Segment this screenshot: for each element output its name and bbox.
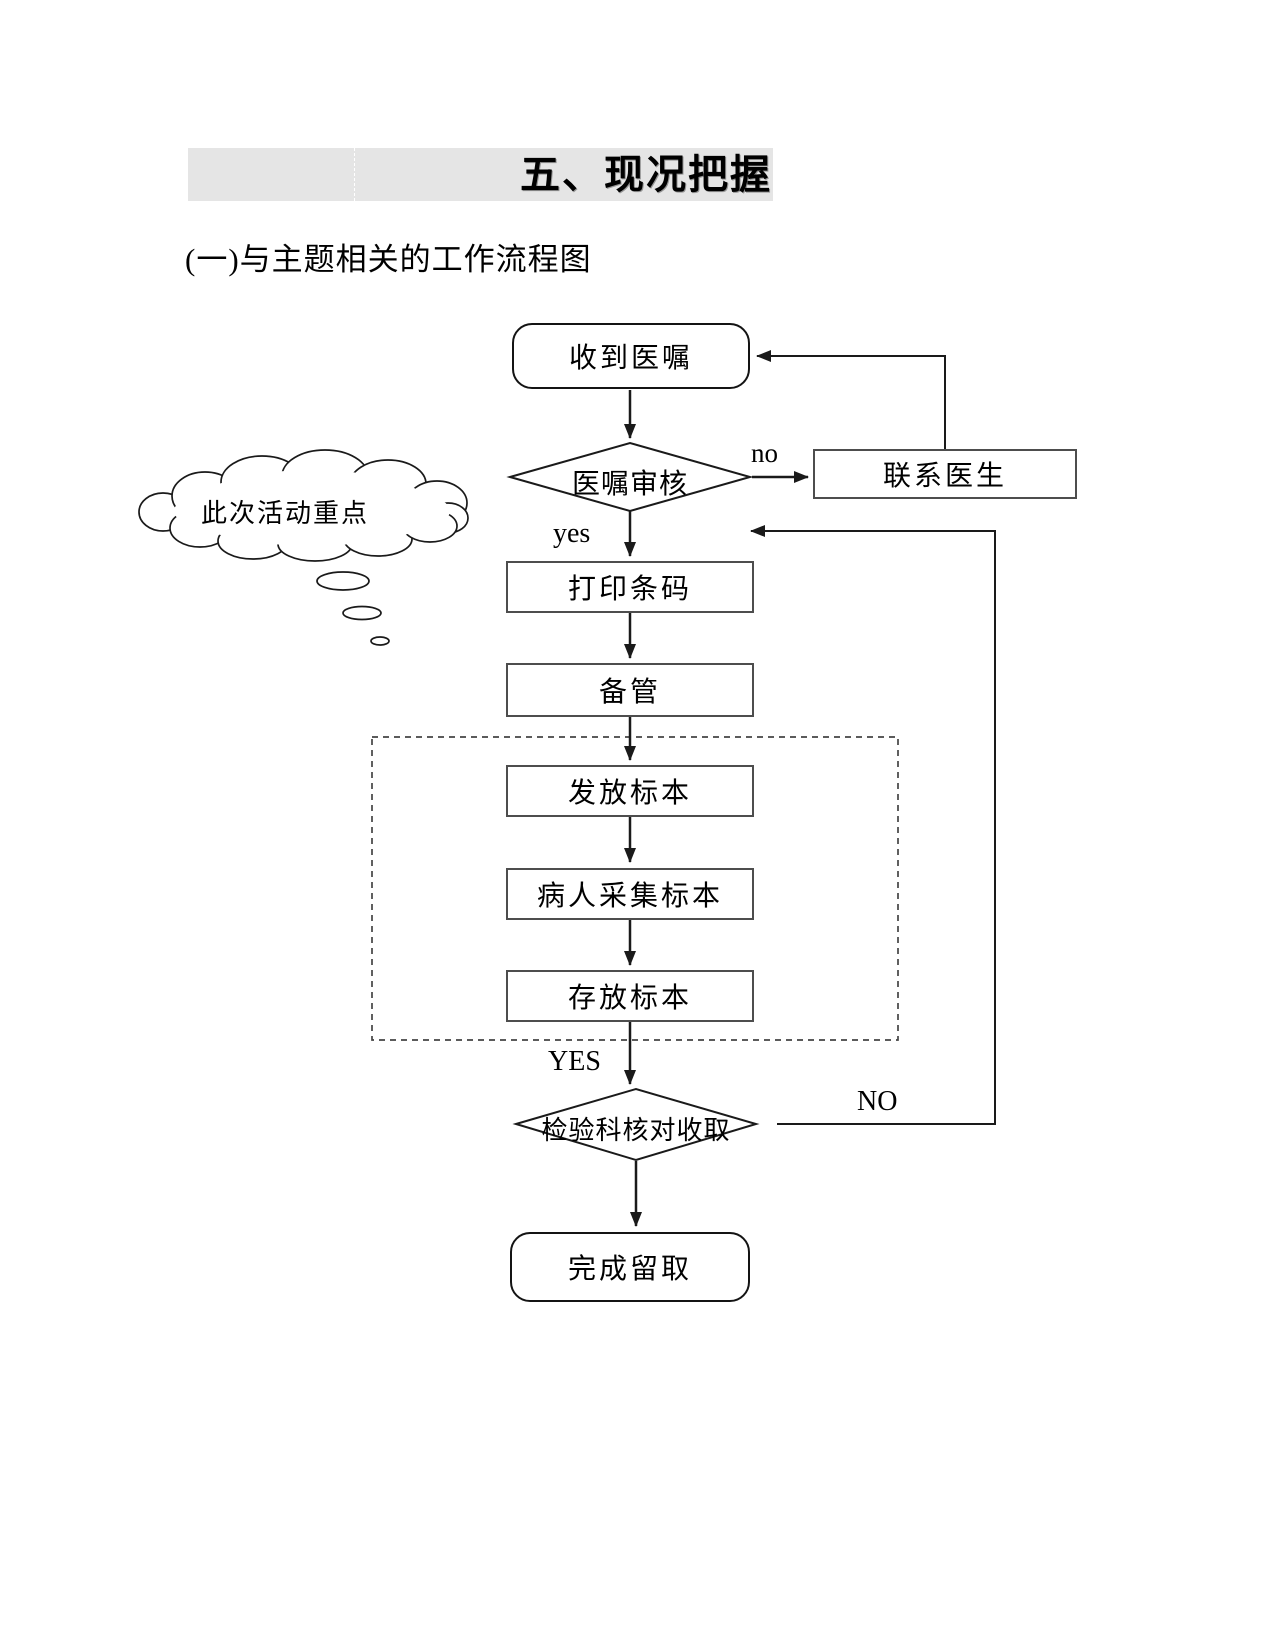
node-distribute-specimen: 发放标本 (506, 765, 754, 817)
node-prepare-tube: 备管 (506, 663, 754, 717)
thought-cloud-label: 此次活动重点 (201, 499, 370, 528)
node-prepare-tube-label: 备管 (598, 677, 661, 708)
node-distribute-specimen-label: 发放标本 (567, 778, 692, 809)
node-complete-retention: 完成留取 (510, 1232, 750, 1302)
node-contact-doctor: 联系医生 (813, 449, 1077, 499)
node-receive-order-label: 收到医嘱 (568, 343, 693, 374)
title-bar: 五、现况把握 (188, 148, 773, 201)
dashed-group-box (371, 736, 899, 1041)
node-store-specimen: 存放标本 (506, 970, 754, 1022)
edge-label-no-lower: no (751, 438, 778, 468)
node-complete-retention-label: 完成留取 (567, 1254, 692, 1285)
title-bar-divider (354, 148, 355, 201)
section-heading: (一)与主题相关的工作流程图 (185, 242, 592, 277)
thought-cloud (138, 449, 469, 562)
decision-lab-check-shape (512, 1087, 760, 1162)
decision-lab-check-label: 检验科核对收取 (541, 1116, 731, 1145)
edge-check-no-loop (750, 525, 996, 1125)
node-receive-order: 收到医嘱 (512, 323, 750, 389)
node-contact-doctor-label: 联系医生 (882, 461, 1007, 492)
decision-order-review-shape (506, 441, 754, 513)
node-collect-specimen: 病人采集标本 (506, 868, 754, 920)
edge-label-yes-lower: yes (553, 518, 591, 549)
page-title: 五、现况把握 (520, 152, 772, 197)
decision-order-review-label: 医嘱审核 (571, 469, 688, 500)
node-print-barcode: 打印条码 (506, 561, 754, 613)
node-collect-specimen-label: 病人采集标本 (536, 881, 723, 912)
edge-contact-feedback-to-receive (756, 350, 946, 449)
edge-label-no-upper: NO (857, 1086, 898, 1117)
node-print-barcode-label: 打印条码 (567, 574, 692, 605)
thought-cloud-tail (316, 571, 390, 646)
node-store-specimen-label: 存放标本 (567, 983, 692, 1014)
edge-label-yes-upper: YES (548, 1046, 601, 1077)
